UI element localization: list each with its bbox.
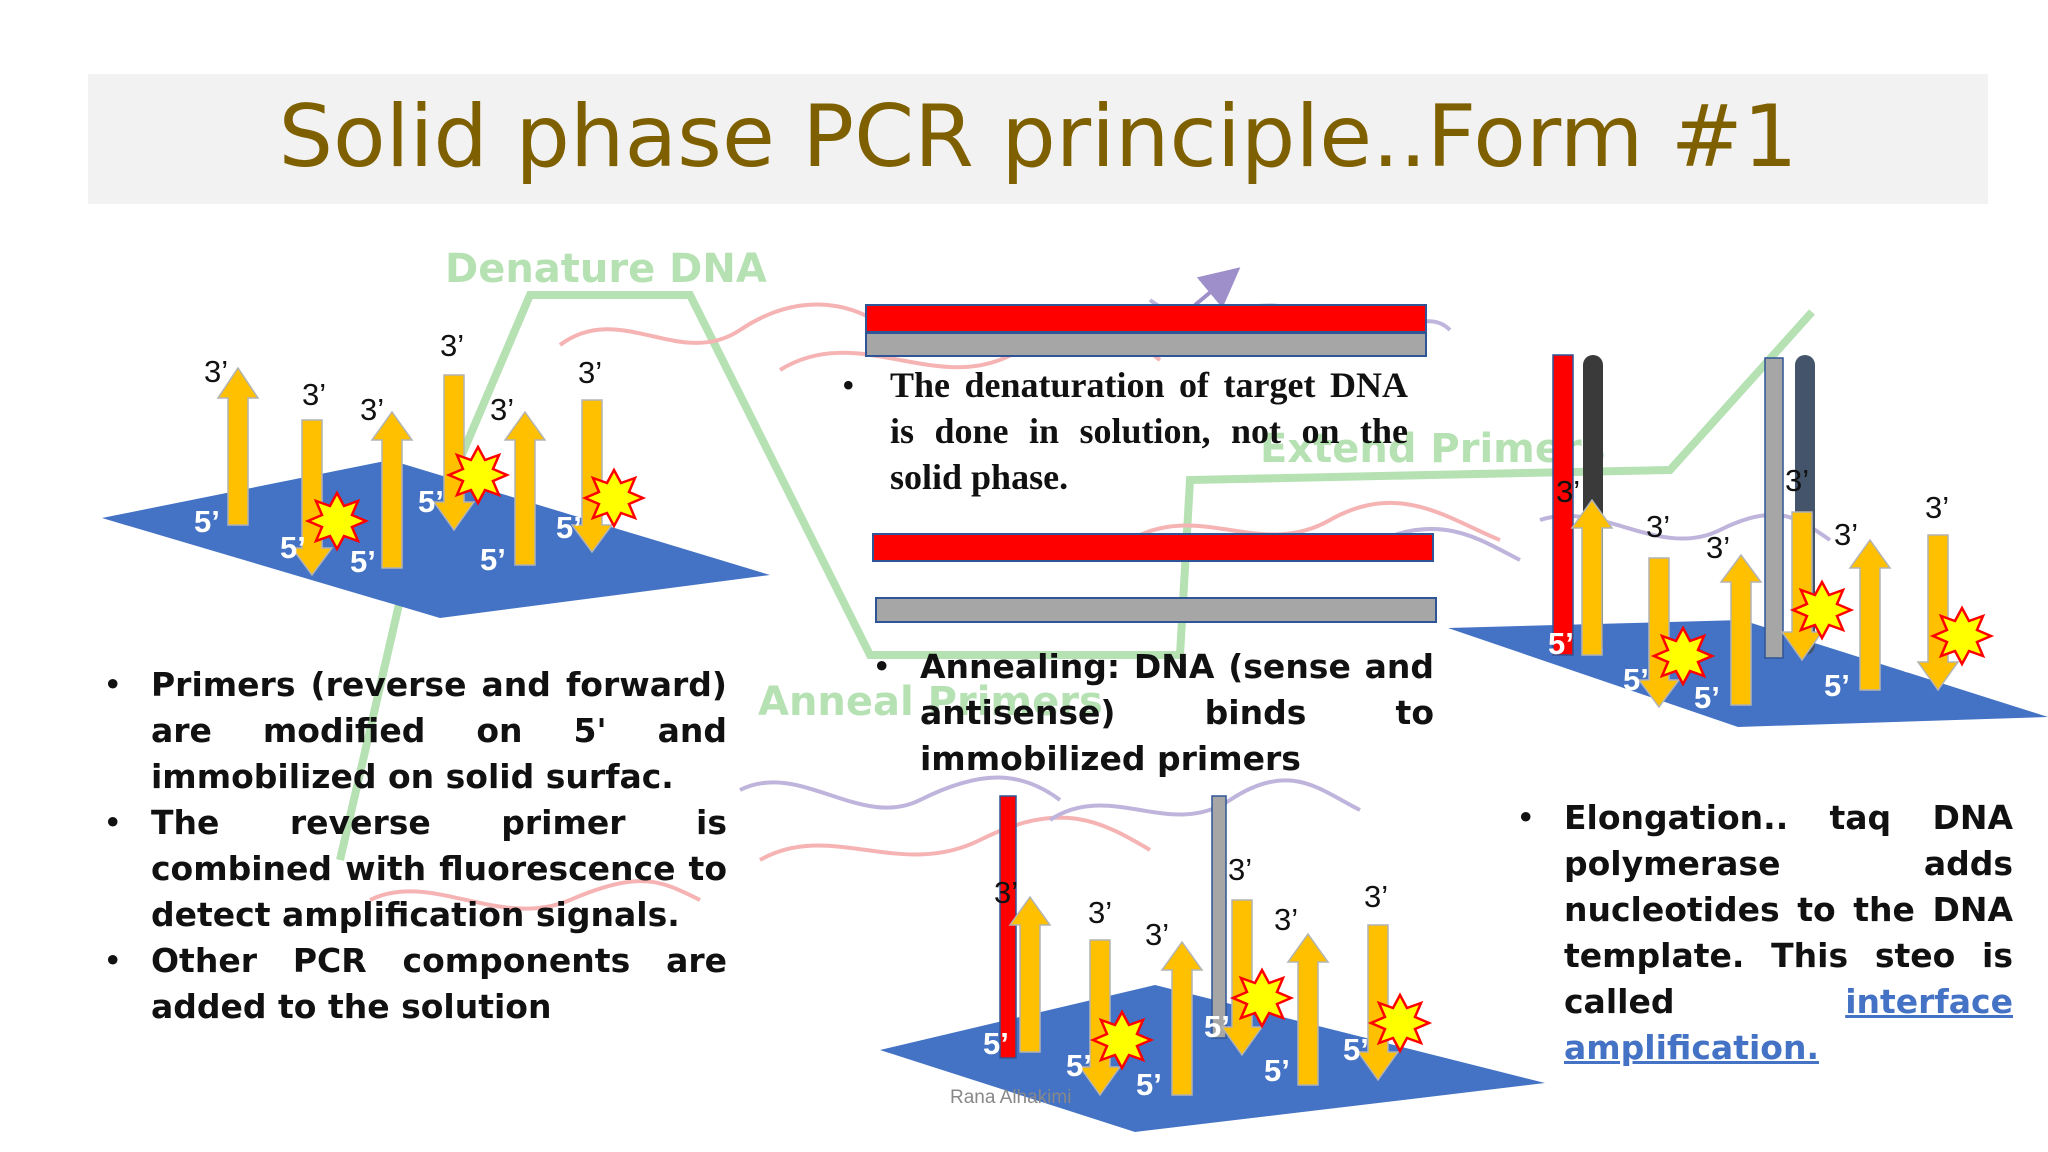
dna-strand-sense	[872, 533, 1434, 562]
bullet-other-components: Other PCR components are added to the so…	[103, 938, 727, 1030]
label-3prime: 3’	[1228, 852, 1252, 887]
label-3prime: 3’	[1145, 917, 1169, 952]
label-3prime: 3’	[578, 355, 602, 390]
bg-label-denature: Denature DNA	[445, 246, 767, 292]
label-3prime: 3’	[1556, 474, 1580, 509]
bg-wavy-strand	[558, 302, 902, 347]
left-bullets: Primers (reverse and forward) are modifi…	[103, 662, 727, 1030]
bg-wavy-strand	[1129, 500, 1501, 542]
dna-strand-antisense	[1764, 357, 1784, 659]
fluorescence-star	[1650, 625, 1716, 687]
dna-strand-sense	[1552, 354, 1574, 656]
bg-arrow	[1193, 267, 1241, 309]
fluorescence-star	[304, 490, 370, 552]
dna-strand-sense	[865, 304, 1427, 333]
label-5prime: 5’	[1900, 644, 1926, 679]
primer-forward-arrow	[216, 366, 260, 526]
label-3prime: 3’	[1646, 509, 1670, 544]
primer-forward-arrow	[1160, 940, 1204, 1096]
label-3prime: 3’	[1706, 530, 1730, 565]
label-3prime: 3’	[1364, 879, 1388, 914]
label-5prime: 5’	[556, 510, 582, 545]
label-3prime: 3’	[1925, 490, 1949, 525]
panel-denatured-dna	[872, 533, 1437, 623]
label-3prime: 3’	[302, 377, 326, 412]
label-5prime: 5’	[480, 542, 506, 577]
anneal-bullet-text: Annealing: DNA (sense and antisense) bin…	[872, 644, 1434, 782]
elongation-bullet-text: Elongation.. taq DNA polymerase adds nuc…	[1516, 795, 2013, 1071]
bullet-reverse-primer: The reverse primer is combined with fluo…	[103, 800, 727, 938]
label-3prime: 3’	[1785, 463, 1809, 498]
fluorescence-star	[1229, 967, 1295, 1029]
primer-forward-arrow	[1286, 932, 1330, 1086]
fluorescence-star	[1929, 605, 1995, 667]
elongation-body: Elongation.. taq DNA polymerase adds nuc…	[1564, 798, 2013, 1021]
label-5prime: 5’	[350, 544, 376, 579]
bullet-annealing: Annealing: DNA (sense and antisense) bin…	[872, 644, 1434, 782]
fluorescence-star	[581, 467, 647, 529]
label-3prime: 3’	[360, 392, 384, 427]
title-band	[88, 74, 1988, 204]
primer-forward-arrow	[1570, 498, 1614, 656]
fluorescence-star	[1789, 579, 1855, 641]
primer-forward-arrow	[1008, 895, 1052, 1053]
primer-forward-arrow	[370, 410, 414, 569]
label-5prime: 5’	[1343, 1032, 1369, 1067]
label-5prime: 5’	[1204, 1009, 1230, 1044]
panel-elongation: 3’ 3’ 3’ 3’ 3’ 3’ 5’ 5’ 5’ 5’ 5’	[1448, 354, 2048, 727]
label-5prime: 5’	[1824, 668, 1850, 703]
denature-bullet-text: The denaturation of target DNA is done i…	[842, 362, 1408, 500]
solid-surface	[102, 460, 770, 618]
fluorescence-star	[445, 444, 511, 506]
dna-strand-sense	[999, 795, 1017, 1059]
label-5prime: 5’	[1264, 1053, 1290, 1088]
footer-author: Rana Alhakimi	[950, 1087, 1072, 1108]
bg-wavy-strand	[1048, 778, 1361, 822]
dna-strand-antisense	[1211, 795, 1227, 1039]
label-5prime: 5’	[1694, 680, 1720, 715]
page-title: Solid phase PCR principle..Form #1	[278, 87, 1798, 187]
bullet-denaturation: The denaturation of target DNA is done i…	[842, 362, 1408, 500]
primer-forward-arrow	[1719, 553, 1763, 706]
label-3prime: 3’	[1274, 902, 1298, 937]
solid-surface	[880, 985, 1545, 1132]
fluorescence-star	[1089, 1009, 1155, 1071]
panel-dsdna	[865, 304, 1427, 357]
label-5prime: 5’	[1066, 1048, 1092, 1083]
label-5prime: 5’	[280, 530, 306, 565]
label-3prime: 3’	[204, 354, 228, 389]
panel-immobilized-primers: 3’ 3’ 3’ 3’ 3’ 3’ 5’ 5’ 5’ 5’ 5’ 5’	[102, 328, 770, 618]
primer-reverse-arrow	[1780, 511, 1824, 662]
fluorescence-star	[1367, 992, 1433, 1054]
bg-wavy-strand	[759, 815, 1152, 862]
label-3prime: 3’	[490, 392, 514, 427]
label-5prime: 5’	[418, 484, 444, 519]
bullet-elongation: Elongation.. taq DNA polymerase adds nuc…	[1516, 795, 2013, 1071]
bullet-primers: Primers (reverse and forward) are modifi…	[103, 662, 727, 800]
dna-strand-antisense	[865, 332, 1427, 357]
label-5prime: 5’	[1136, 1067, 1162, 1102]
label-5prime: 5’	[1623, 662, 1649, 697]
label-3prime: 3’	[1088, 895, 1112, 930]
interface-amplification-link[interactable]: interface amplification.	[1564, 982, 2013, 1067]
primer-forward-arrow	[1848, 538, 1892, 691]
label-3prime: 3’	[994, 875, 1018, 910]
label-3prime: 3’	[1834, 517, 1858, 552]
label-5prime: 5’	[1548, 626, 1574, 661]
label-3prime: 3’	[440, 328, 464, 363]
primer-forward-arrow	[503, 410, 547, 566]
panel-annealing: 3’ 3’ 3’ 3’ 3’ 3’ 5’ 5’ 5’ 5’ 5’ 5’	[880, 795, 1545, 1132]
label-5prime: 5’	[194, 504, 220, 539]
label-5prime: 5’	[983, 1026, 1009, 1061]
dna-strand-antisense	[875, 597, 1437, 623]
